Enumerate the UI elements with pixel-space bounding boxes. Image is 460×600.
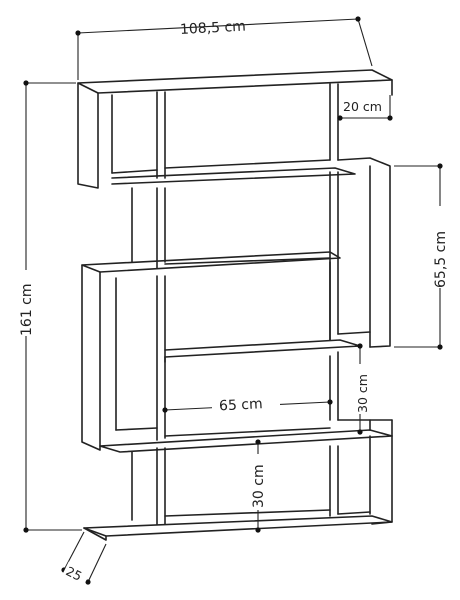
right-upper-box	[329, 157, 391, 348]
shelf-gap-right-label: 30 cm	[355, 374, 370, 413]
shelf-2	[164, 339, 361, 358]
depth-top-label: 20 cm	[343, 99, 382, 114]
right-lower-box	[329, 435, 393, 525]
bookshelf	[77, 69, 393, 541]
lower-section	[99, 351, 393, 525]
dimension-height: 161 cm	[16, 80, 82, 533]
shelf-gap-bottom-label: 30 cm	[251, 464, 267, 508]
dimension-shelf-gap-right: 30 cm	[352, 343, 370, 435]
dimension-depth-top: 20 cm	[337, 95, 393, 121]
base-depth-label: 25	[64, 563, 85, 583]
inner-width-label: 65 cm	[219, 396, 263, 414]
shelf-1	[111, 167, 356, 185]
dimension-shelf-gap-bottom: 30 cm	[249, 439, 267, 533]
dimension-side-height: 65,5 cm	[394, 163, 450, 350]
left-middle-box	[81, 187, 341, 451]
base-shelf	[83, 515, 393, 537]
width-label: 108,5 cm	[180, 19, 247, 38]
height-label: 161 cm	[19, 283, 35, 336]
dimension-inner-width: 65 cm	[162, 394, 333, 414]
top-box	[77, 69, 393, 189]
dimension-width: 108,5 cm	[75, 16, 373, 80]
side-height-label: 65,5 cm	[433, 231, 449, 288]
dimension-base-depth: 25	[61, 531, 107, 587]
